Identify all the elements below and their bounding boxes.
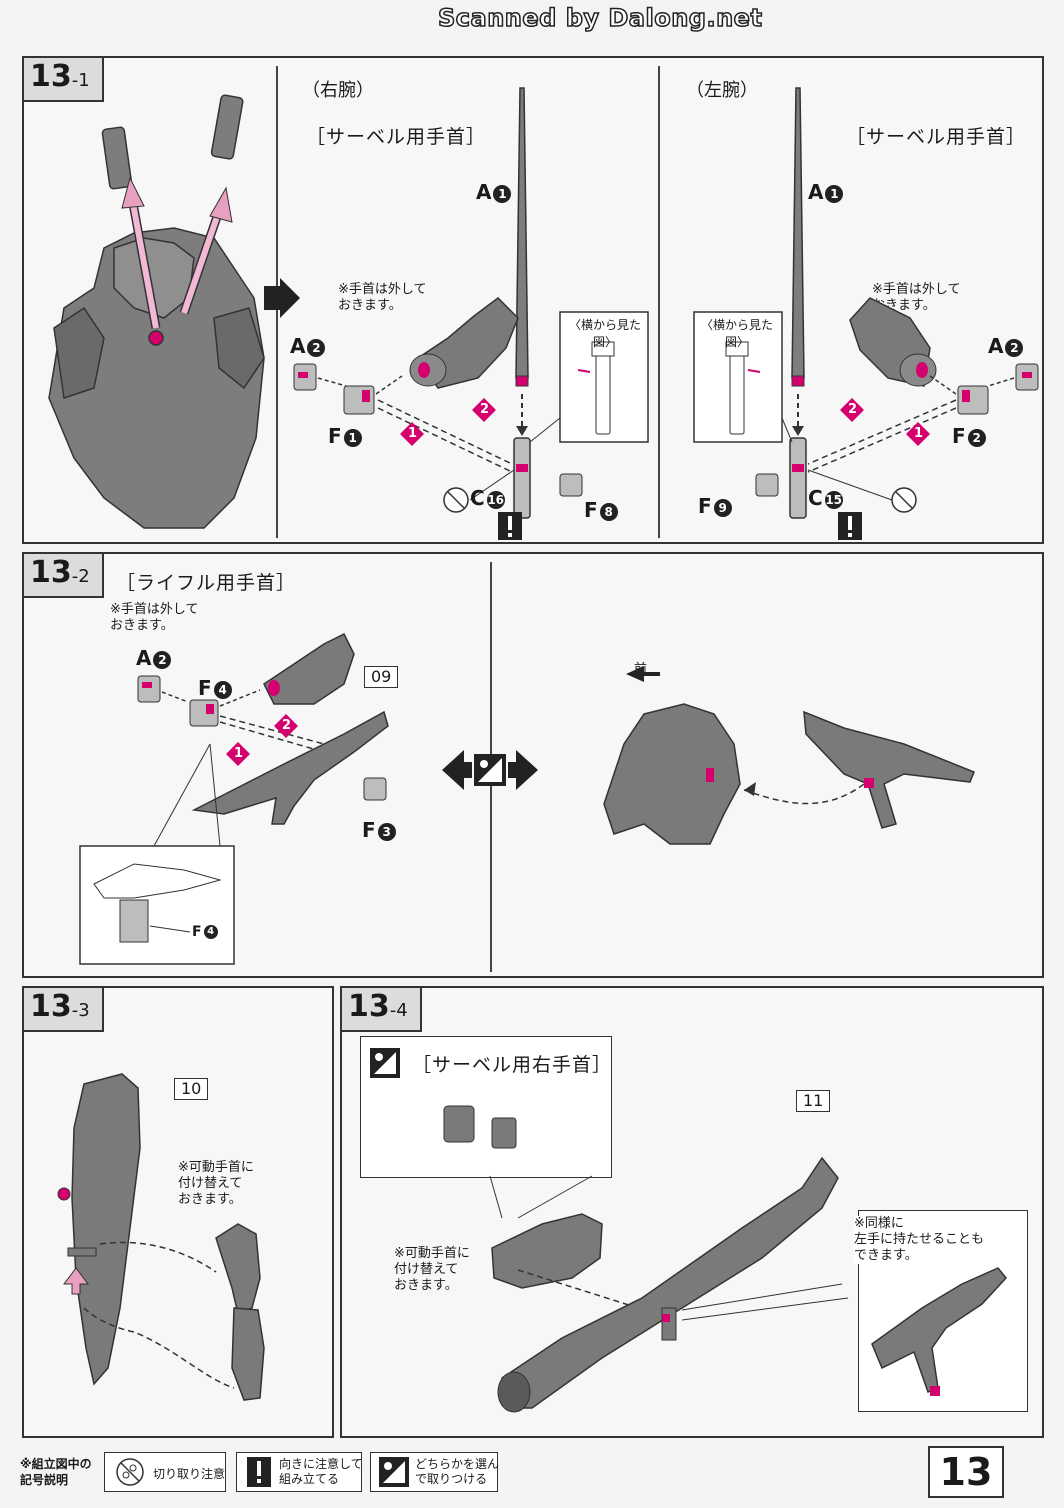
choice-icon	[370, 1048, 400, 1078]
bazooka-diagram	[443, 1105, 1007, 1413]
part-box-10: 10	[174, 1078, 209, 1100]
robot-torso-illustration	[48, 94, 265, 529]
side-view-caption-text: 〈横から見た図〉	[568, 318, 641, 349]
legend-orientation-text: 向きに注意して 組み立てる	[279, 1457, 363, 1486]
side-view-caption-right: 〈横から見た図〉	[562, 312, 648, 349]
divider	[658, 66, 660, 538]
legend-cut-text: 切り取り注意	[153, 1467, 226, 1481]
mounted-rifle-diagram	[603, 666, 975, 845]
order-1-right: 1	[408, 426, 418, 441]
part-box-09: 09	[364, 666, 399, 688]
side-view-caption-left: 〈横から見た図〉	[694, 312, 780, 349]
saber-right-hand-bracket: ［サーベル用右手首］	[412, 1054, 613, 1076]
right-arm-bracket: ［サーベル用手首］	[306, 126, 487, 148]
step-number: 13-2	[24, 554, 104, 598]
legend-choice: どちらかを選ん で取りつける	[370, 1452, 500, 1492]
shield-diagram	[57, 1073, 265, 1401]
step-number: 13-3	[24, 988, 104, 1032]
side-view-caption-text: 〈横から見た図〉	[700, 318, 773, 349]
left-arm-title: （左腕）	[686, 80, 758, 101]
rifle-hand-note: ※手首は外して おきます。	[110, 602, 199, 633]
rifle-hand-diagram	[79, 632, 389, 965]
saber-right-hand-inset	[360, 1036, 612, 1178]
shield-note: ※可動手首に 付け替えて おきます。	[178, 1160, 254, 1207]
choice-icon	[379, 1457, 409, 1487]
part-box-11: 11	[796, 1090, 831, 1112]
order-2-left: 2	[848, 402, 858, 417]
left-hand-note: ※同様に 左手に持たせることも できます。	[854, 1216, 985, 1264]
bazooka-note: ※可動手首に 付け替えて おきます。	[394, 1246, 470, 1293]
watermark: Scanned by Dalong.net	[437, 3, 763, 33]
step-13-4-panel: 13-4 ［サーベル用右手首］ 11 ※可動手首に 付け替えて おきます。 ※同…	[340, 986, 1044, 1438]
order-1: 1	[234, 746, 244, 761]
right-arm-diagram	[293, 87, 649, 540]
page-number: 13	[928, 1446, 1004, 1498]
step-13-3-panel: 13-3 10 ※可動手首に 付け替えて おきます。	[22, 986, 334, 1438]
right-arm-note: ※手首は外して おきます。	[338, 282, 427, 313]
step-number-sub: 1	[78, 70, 90, 91]
order-2-right: 2	[480, 402, 490, 417]
rifle-hand-bracket: ［ライフル用手首］	[116, 572, 297, 594]
step-number: 13-1	[24, 58, 104, 102]
order-2: 2	[282, 718, 292, 733]
next-arrow-icon	[264, 278, 300, 318]
scissors-cut-icon	[116, 1458, 144, 1486]
legend-title: ※組立図中の 記号説明	[20, 1457, 92, 1487]
legend-orientation: 向きに注意して 組み立てる	[236, 1452, 363, 1492]
left-arm-bracket: ［サーベル用手首］	[846, 126, 1027, 148]
exclamation-icon	[247, 1457, 271, 1487]
right-arm-title: （右腕）	[302, 80, 374, 101]
order-1-left: 1	[914, 426, 924, 441]
step-13-1-panel: 13-1 （右腕） ［サーベル用手首］ ※手首は外して おきます。	[22, 56, 1044, 544]
left-arm-diagram	[693, 87, 1039, 540]
step-number-main: 13	[30, 59, 72, 94]
choice-icon	[442, 750, 538, 790]
legend-choice-text: どちらかを選ん で取りつける	[415, 1457, 500, 1486]
legend-cut-warning: 切り取り注意	[104, 1452, 226, 1492]
step-number: 13-4	[342, 988, 422, 1032]
